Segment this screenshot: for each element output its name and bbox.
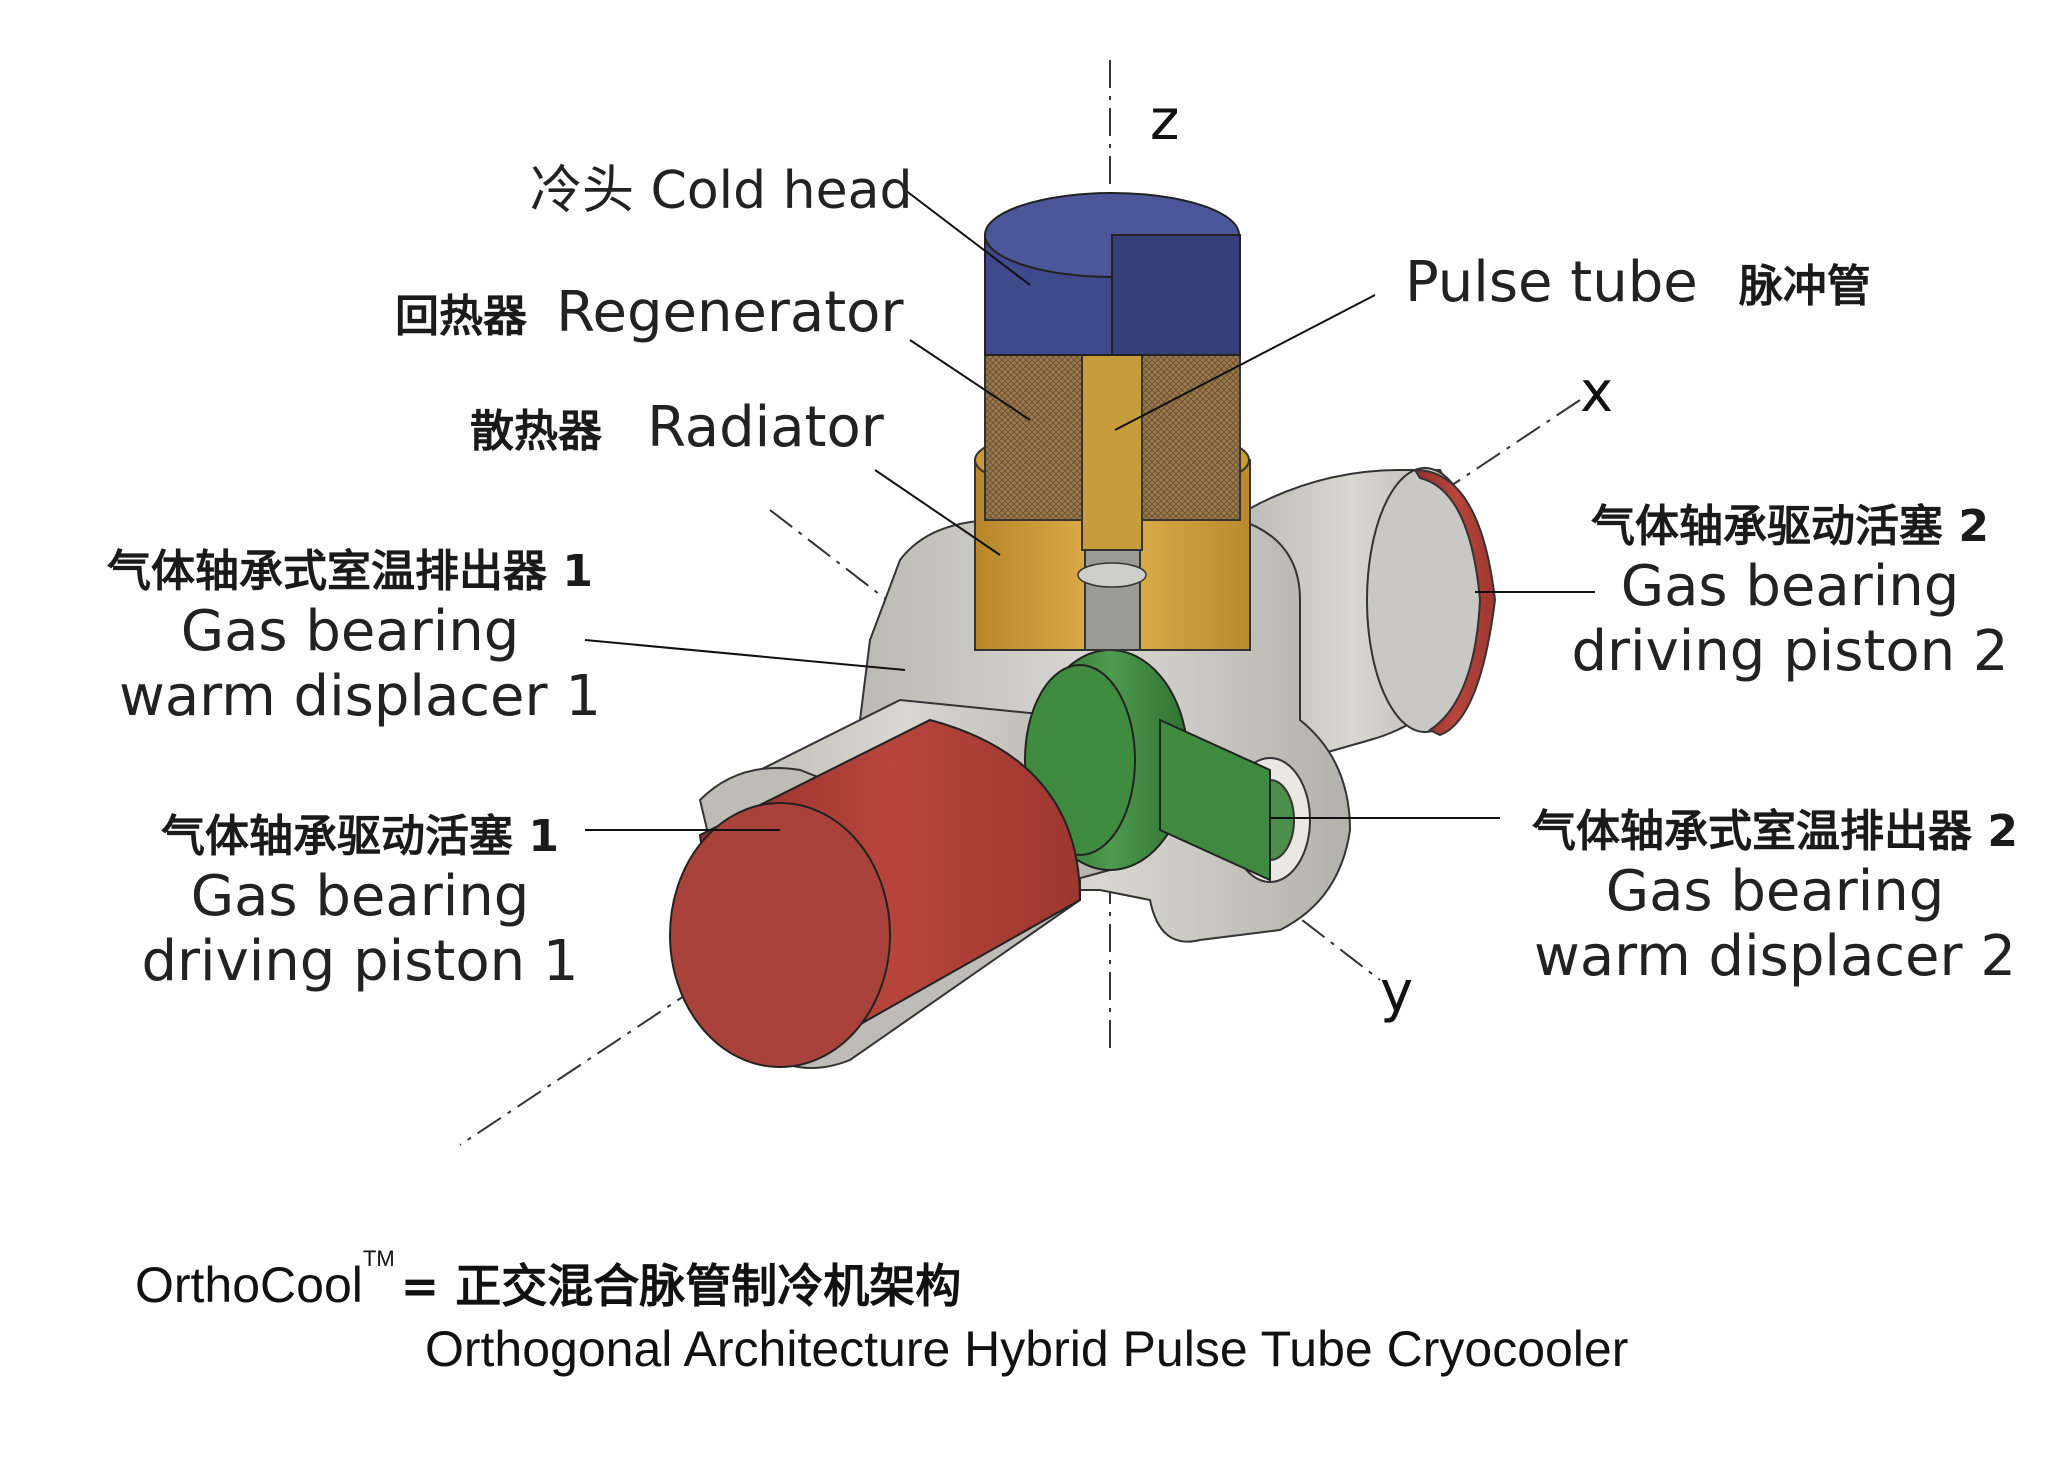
piston-2-face	[1413, 468, 1497, 737]
y-axis-label: y	[1380, 960, 1414, 1025]
piston-1-en1: Gas bearing	[190, 864, 530, 929]
pulse-tube-en: Pulse tube	[1405, 250, 1698, 315]
piston-1-en2: driving piston 1	[141, 929, 579, 994]
piston-1-face	[669, 802, 891, 1068]
footer-title: OrthoCoolTM= 正交混合脉管制冷机架构	[135, 1246, 962, 1316]
warm-displacer	[1024, 649, 1271, 882]
piston-2-label: 气体轴承驱动活塞 2 Gas bearing driving piston 2	[1570, 490, 2010, 684]
radiator-cn: 散热器	[470, 406, 602, 457]
displacer-1-label: 气体轴承式室温排出器 1 Gas bearing warm displacer …	[90, 535, 610, 729]
piston-2-en2: driving piston 2	[1571, 619, 2009, 684]
radiator-label: 散热器 Radiator	[470, 395, 884, 460]
footer-equals-cn: = 正交混合脉管制冷机架构	[400, 1259, 962, 1313]
displacer-1-cn: 气体轴承式室温排出器 1	[107, 546, 593, 597]
pulse-tube-label: Pulse tube 脉冲管	[1405, 250, 1871, 315]
piston-1	[669, 718, 1082, 1068]
displacer-1-en1: Gas bearing	[180, 599, 520, 664]
regenerator-en: Regenerator	[556, 280, 904, 345]
leader-lines	[584, 189, 1595, 831]
displacer-2-en1: Gas bearing	[1605, 859, 1945, 924]
x-axis-label: x	[1580, 360, 1614, 425]
cold-head-text: 冷头 Cold head	[530, 161, 913, 221]
piston-2-en1: Gas bearing	[1620, 554, 1960, 619]
pulse-tube-cn: 脉冲管	[1738, 261, 1871, 312]
displacer-2-label: 气体轴承式室温排出器 2 Gas bearing warm displacer …	[1510, 795, 2040, 989]
regenerator-cn: 回热器	[395, 291, 527, 342]
displacer-2-en2: warm displacer 2	[1534, 924, 2016, 989]
piston-1-cn: 气体轴承驱动活塞 1	[161, 811, 559, 862]
radiator-en: Radiator	[647, 395, 884, 460]
footer-trademark: TM	[362, 1246, 395, 1271]
cold-head	[984, 192, 1241, 356]
cold-head-label: 冷头 Cold head	[530, 148, 912, 223]
z-axis-label: z	[1150, 88, 1180, 153]
displacer-1-en2: warm displacer 1	[119, 664, 601, 729]
footer-english: Orthogonal Architecture Hybrid Pulse Tub…	[425, 1321, 1629, 1377]
footer-brand: OrthoCool	[135, 1257, 363, 1313]
regenerator-label: 回热器 Regenerator	[395, 280, 903, 345]
displacer-2-cn: 气体轴承式室温排出器 2	[1532, 806, 2018, 857]
piston-1-label: 气体轴承驱动活塞 1 Gas bearing driving piston 1	[140, 800, 580, 994]
piston-2-cn: 气体轴承驱动活塞 2	[1591, 501, 1989, 552]
